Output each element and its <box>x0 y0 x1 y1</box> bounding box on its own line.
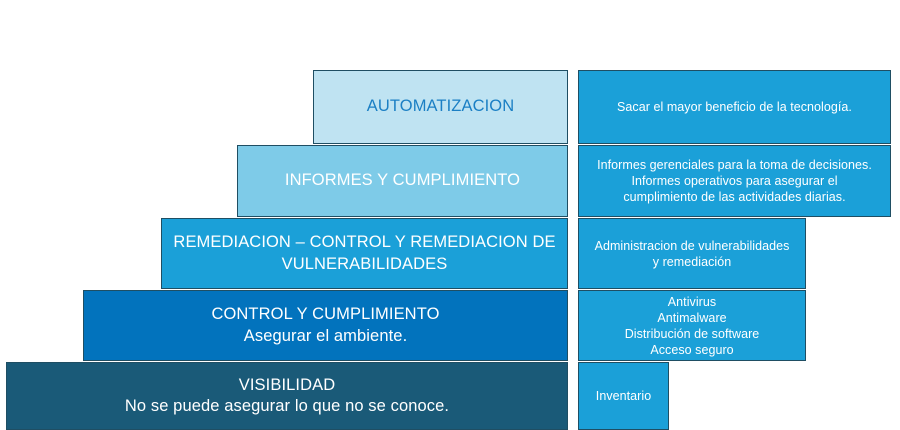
step-label-visibilidad: VISIBILIDAD No se puede asegurar lo que … <box>124 375 450 415</box>
step-label-control-y-cumplimiento: CONTROL Y CUMPLIMIENTO Asegurar el ambie… <box>211 305 440 345</box>
detail-box-control-y-cumplimiento[interactable]: Antivirus Antimalware Distribución de so… <box>578 290 806 361</box>
step-label-informes-y-cumplimiento: INFORMES Y CUMPLIMIENTO <box>284 171 521 190</box>
detail-box-automatizacion[interactable]: Sacar el mayor beneficio de la tecnologí… <box>578 70 891 144</box>
step-box-informes-y-cumplimiento[interactable]: INFORMES Y CUMPLIMIENTO <box>237 145 568 217</box>
detail-box-visibilidad[interactable]: Inventario <box>578 362 669 430</box>
step-box-remediacion[interactable]: REMEDIACION – CONTROL Y REMEDIACION DE V… <box>161 218 568 289</box>
detail-box-remediacion[interactable]: Administracion de vulnerabilidades y rem… <box>578 218 806 289</box>
detail-text-visibilidad: Inventario <box>595 389 652 403</box>
detail-text-informes-y-cumplimiento: Informes gerenciales para la toma de dec… <box>597 158 872 204</box>
step-label-automatizacion: AUTOMATIZACION <box>366 97 515 116</box>
detail-text-remediacion: Administracion de vulnerabilidades y rem… <box>594 238 790 269</box>
step-box-control-y-cumplimiento[interactable]: CONTROL Y CUMPLIMIENTO Asegurar el ambie… <box>83 290 568 361</box>
step-label-remediacion: REMEDIACION – CONTROL Y REMEDIACION DE V… <box>173 233 556 273</box>
detail-text-control-y-cumplimiento: Antivirus Antimalware Distribución de so… <box>624 294 760 357</box>
detail-box-informes-y-cumplimiento[interactable]: Informes gerenciales para la toma de dec… <box>578 145 891 217</box>
detail-text-automatizacion: Sacar el mayor beneficio de la tecnologí… <box>617 100 852 114</box>
step-box-visibilidad[interactable]: VISIBILIDAD No se puede asegurar lo que … <box>6 362 568 430</box>
step-box-automatizacion[interactable]: AUTOMATIZACION <box>313 70 568 144</box>
